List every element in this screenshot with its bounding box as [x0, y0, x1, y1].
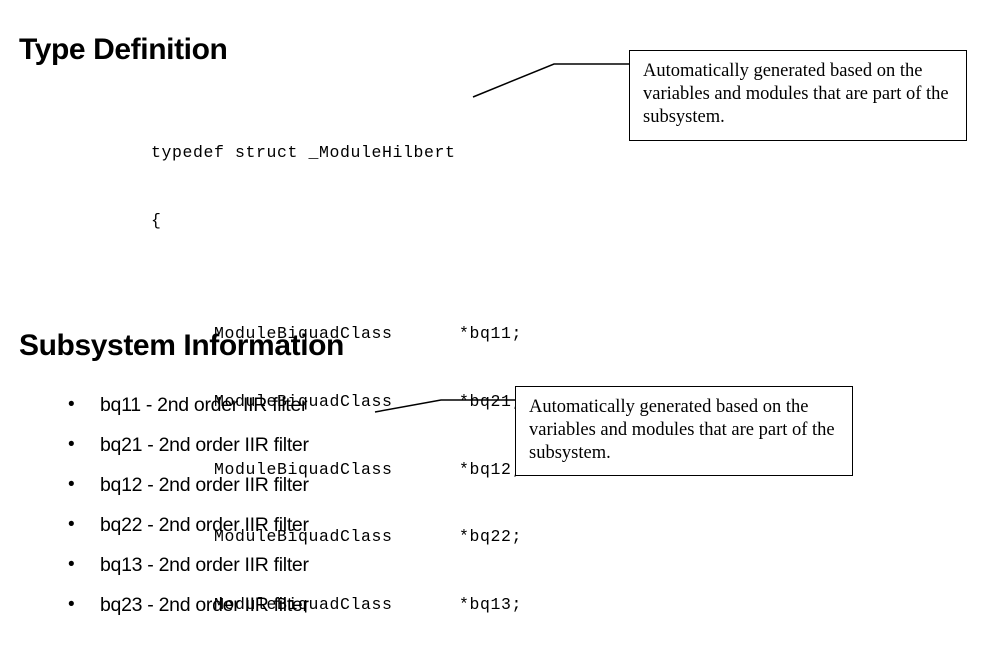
code-member-name: *bq11; [459, 323, 523, 343]
list-item: • bq11 - 2nd order IIR filter [62, 394, 482, 434]
code-member-name: *bq22; [459, 527, 523, 547]
bullet-point-icon: • [68, 434, 75, 455]
code-line-member-bq22: ModuleBiquadClass *bq22; [151, 504, 522, 546]
callout-annotation-type-definition: Automatically generated based on the var… [629, 50, 967, 141]
subsystem-information-list: • bq11 - 2nd order IIR filter • bq21 - 2… [62, 394, 482, 634]
code-member-type: ModuleBiquadClass [214, 459, 393, 479]
code-member-type: ModuleBiquadClass [214, 323, 393, 343]
code-line-member-bq23: ModuleBiquadClass*bq23; [151, 639, 522, 663]
code-line-member-bq21: ModuleBiquadClass*bq21; [151, 368, 522, 411]
code-line-brace-open: { [151, 210, 162, 230]
list-item-label: bq12 - 2nd order IIR filter [100, 474, 309, 496]
code-member-name: *bq12; [459, 459, 523, 479]
code-member-type: ModuleBiquadClass [214, 391, 393, 411]
code-block-type-definition: typedef struct _ModuleHilbert { ModuleBi… [151, 97, 522, 663]
bullet-point-icon: • [68, 514, 75, 535]
code-member-type: ModuleBiquadClass [214, 595, 393, 615]
leader-line-type-definition [472, 63, 629, 98]
code-line-member-bq13: ModuleBiquadClass *bq13; [151, 571, 522, 614]
list-item: • bq23 - 2nd order IIR filter [62, 594, 482, 634]
page-title-type-definition: Type Definition [19, 33, 228, 66]
bullet-point-icon: • [68, 554, 75, 575]
bullet-point-icon: • [68, 594, 75, 615]
code-line-member-bq11: ModuleBiquadClass *bq11; [151, 300, 522, 343]
code-line-typedef-declaration: typedef struct _ModuleHilbert [151, 143, 456, 163]
list-item-label: bq22 - 2nd order IIR filter [100, 514, 309, 536]
list-item-label: bq21 - 2nd order IIR filter [100, 434, 309, 456]
callout-annotation-subsystem-information: Automatically generated based on the var… [515, 386, 853, 476]
list-item: • bq12 - 2nd order IIR filter [62, 474, 482, 514]
list-item-label: bq13 - 2nd order IIR filter [100, 554, 309, 576]
list-item-label: bq11 - 2nd order IIR filter [100, 394, 308, 416]
list-item: • bq21 - 2nd order IIR filter [62, 434, 482, 474]
bullet-point-icon: • [68, 474, 75, 495]
bullet-point-icon: • [68, 394, 75, 415]
list-item: • bq22 - 2nd order IIR filter [62, 514, 482, 554]
list-item: • bq13 - 2nd order IIR filter [62, 554, 482, 594]
code-line-member-bq12: ModuleBiquadClass *bq12; [151, 436, 522, 479]
code-member-type: ModuleBiquadClass [214, 527, 393, 547]
list-item-label: bq23 - 2nd order IIR filter [100, 594, 309, 616]
page-title-subsystem-information: Subsystem Information [19, 329, 344, 362]
code-member-name: *bq13; [459, 595, 523, 615]
